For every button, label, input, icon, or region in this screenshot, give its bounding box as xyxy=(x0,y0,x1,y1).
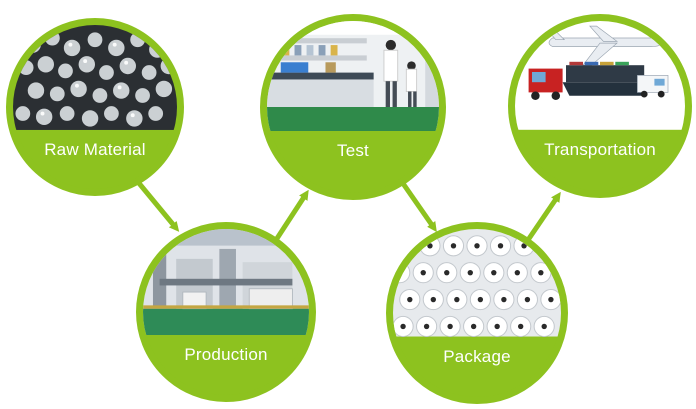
step-package: Package xyxy=(386,222,568,404)
raw-material-photo xyxy=(13,25,177,130)
step-label-production: Production xyxy=(184,345,268,365)
step-transportation: Transportation xyxy=(508,14,692,198)
step-production: Production xyxy=(136,222,316,402)
step-raw-material: Raw Material xyxy=(6,18,184,196)
step-test: Test xyxy=(260,14,446,200)
package-photo xyxy=(393,229,561,337)
transport-photo xyxy=(515,21,685,130)
production-photo xyxy=(143,229,309,336)
step-label-raw-material: Raw Material xyxy=(44,139,146,159)
arrow-test-to-package xyxy=(399,180,437,233)
lab-photo xyxy=(267,21,439,132)
step-label-package: Package xyxy=(443,346,511,366)
step-label-test: Test xyxy=(337,141,369,161)
arrow-raw-to-production xyxy=(136,180,180,232)
step-label-transportation: Transportation xyxy=(544,139,656,159)
